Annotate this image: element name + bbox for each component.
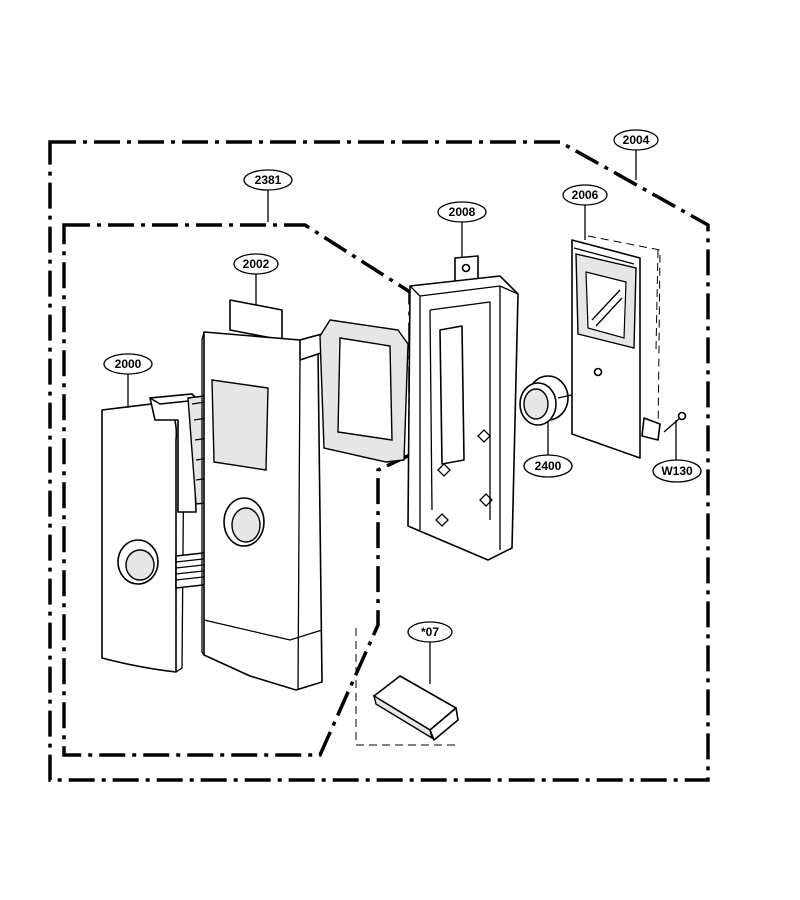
part-w130-screw [663,411,687,433]
callout-w130: W130 [652,459,702,483]
part-2002-main-housing [201,299,325,691]
callout-2004: 2004 [613,129,659,151]
callout-label: 2400 [535,459,562,473]
part-2006-display-pcb [571,235,661,459]
callout-label: 2008 [449,205,476,219]
callout-label: *07 [421,625,439,639]
conductive-rubber-frame [319,319,409,463]
callout-label: 2002 [243,257,270,271]
callout-2006: 2006 [562,184,608,206]
callout-2000: 2000 [103,353,153,375]
inner-assembly-boundary [62,223,412,757]
callout-label: W130 [661,464,693,478]
leader-lines [127,150,677,684]
callout-2381: 2381 [243,169,293,191]
callout-label: 2381 [255,173,282,187]
callout-2400: 2400 [523,454,573,478]
callout-label: 2000 [115,357,142,371]
callout-2008: 2008 [437,201,487,223]
part-2008-pcb-bracket [407,255,519,561]
part-2400-knob [519,375,577,426]
outer-assembly-boundary [48,140,710,782]
callout-label: 2004 [623,133,650,147]
callout-07: *07 [407,621,453,643]
part-2000-front-panel [101,401,185,673]
part-07-clip [355,628,460,746]
callout-2002: 2002 [233,253,279,275]
callout-label: 2006 [572,188,599,202]
